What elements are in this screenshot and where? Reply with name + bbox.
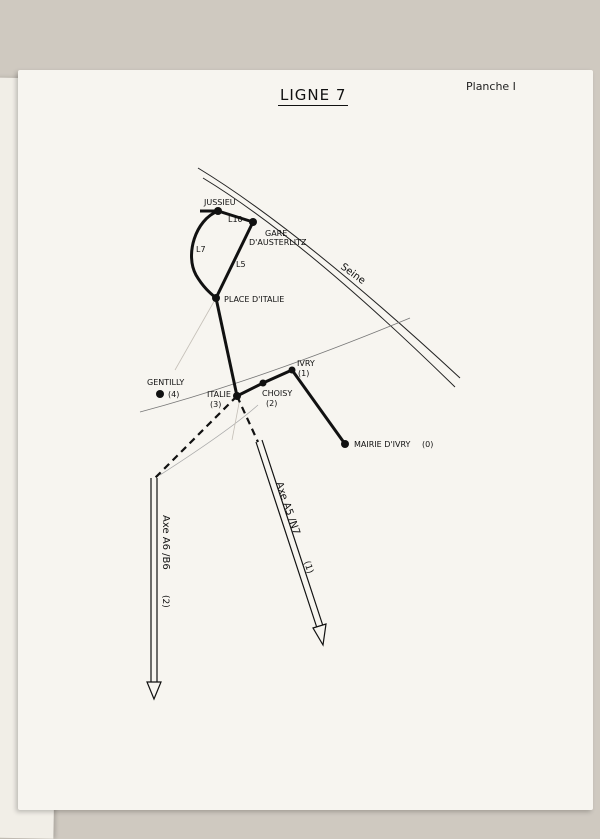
station-place-italie-dot — [212, 294, 220, 302]
line-l10-label: L10 — [228, 215, 243, 224]
line-trunk — [216, 298, 237, 396]
axis-a6-arrow — [147, 478, 161, 699]
station-ivry-dot — [289, 367, 296, 374]
axis-a6-code: (2) — [160, 595, 170, 608]
transit-map: Seine JUSSIEU GARE D'AUSTERLITZ PL — [0, 0, 600, 800]
station-gare-label: GARE — [265, 229, 287, 238]
station-gentilly-dot — [156, 390, 164, 398]
station-place-italie-label: PLACE D'ITALIE — [224, 295, 284, 304]
station-mairie-dot — [341, 440, 349, 448]
line-l5-label: L5 — [236, 260, 246, 269]
axis-a5-code: (1) — [301, 560, 315, 575]
line-branch-mairie — [292, 370, 345, 444]
station-gentilly-label: GENTILLY — [147, 378, 184, 387]
station-ivry-code: (1) — [298, 369, 309, 378]
station-gare-label-2: D'AUSTERLITZ — [249, 238, 307, 247]
station-choisy-code: (2) — [266, 399, 277, 408]
station-jussieu-dot — [214, 207, 222, 215]
line-l7-loop — [192, 211, 218, 298]
line-l7-label: L7 — [196, 245, 206, 254]
station-jussieu-label: JUSSIEU — [203, 198, 236, 207]
station-italie-code: (3) — [210, 400, 221, 409]
station-italie-label: ITALIE — [207, 390, 231, 399]
station-gentilly-code: (4) — [168, 390, 179, 399]
seine-river — [198, 168, 460, 387]
station-mairie-label: MAIRIE D'IVRY — [354, 440, 410, 449]
station-choisy-label: CHOISY — [262, 389, 292, 398]
station-ivry-label: IVRY — [297, 359, 315, 368]
projected-line-a5 — [237, 396, 258, 442]
station-mairie-code: (0) — [422, 440, 433, 449]
station-italie-dot — [233, 392, 241, 400]
axis-a5-arrow — [256, 440, 326, 645]
station-choisy-dot — [260, 380, 267, 387]
line-l5 — [216, 222, 253, 298]
axis-a6-label: Axe A6 /B6 — [160, 515, 171, 570]
projected-line-a6 — [155, 396, 237, 478]
station-gare-dot — [249, 218, 257, 226]
